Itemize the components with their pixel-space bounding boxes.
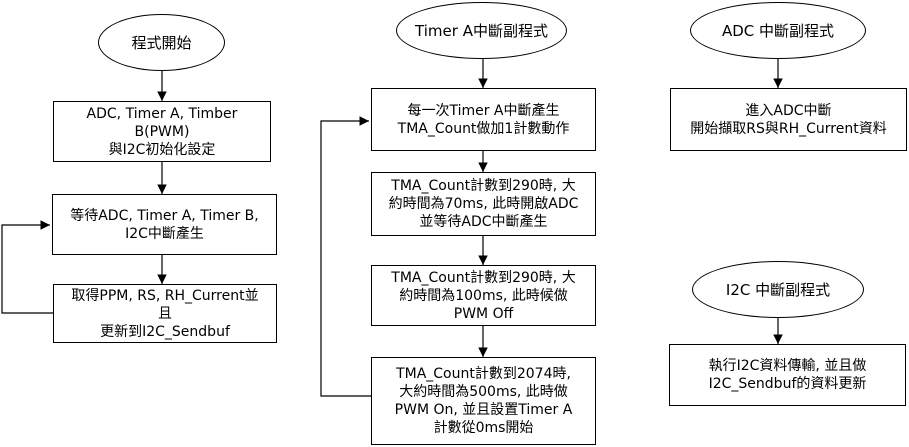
main-init-box: ADC, Timer A, Timber B(PWM) 與I2C初始化設定 bbox=[53, 101, 271, 162]
timer-290a-box: TMA_Count計數到290時, 大 約時間為70ms, 此時開啟ADC 並等… bbox=[371, 172, 596, 236]
timer-290b-label: TMA_Count計數到290時, 大 約時間為100ms, 此時候做 PWM … bbox=[391, 269, 576, 322]
main-start-label: 程式開始 bbox=[131, 33, 192, 52]
timer-count-label: 每一次Timer A中斷產生 TMA_Count做加1計數動作 bbox=[397, 102, 570, 137]
i2c-title-label: I2C 中斷副程式 bbox=[725, 280, 831, 299]
timer-title-node: Timer A中斷副程式 bbox=[396, 2, 567, 59]
loop-get-to-wait bbox=[1, 220, 53, 314]
timer-title-label: Timer A中斷副程式 bbox=[415, 21, 548, 40]
timer-count-box: 每一次Timer A中斷產生 TMA_Count做加1計數動作 bbox=[371, 88, 596, 151]
main-get-label: 取得PPM, RS, RH_Current並 且 更新到I2C_Sendbuf bbox=[71, 287, 259, 340]
timer-290a-label: TMA_Count計數到290時, 大 約時間為70ms, 此時開啟ADC 並等… bbox=[388, 178, 579, 230]
main-init-label: ADC, Timer A, Timber B(PWM) 與I2C初始化設定 bbox=[86, 105, 238, 158]
i2c-body-box: 執行I2C資料傳輸, 並且做 I2C_Sendbuf的資料更新 bbox=[669, 344, 906, 406]
main-wait-box: 等待ADC, Timer A, Timer B, I2C中斷產生 bbox=[52, 194, 277, 255]
timer-2074-label: TMA_Count計數到2074時, 大約時間為500ms, 此時做 PWM O… bbox=[394, 366, 573, 436]
i2c-title-node: I2C 中斷副程式 bbox=[692, 261, 864, 318]
adc-body-label: 進入ADC中斷 開始擷取RS與RH_Current資料 bbox=[690, 102, 887, 137]
loop-2074-to-count bbox=[320, 116, 371, 397]
timer-2074-box: TMA_Count計數到2074時, 大約時間為500ms, 此時做 PWM O… bbox=[371, 357, 596, 445]
adc-title-label: ADC 中斷副程式 bbox=[721, 21, 835, 40]
adc-title-node: ADC 中斷副程式 bbox=[690, 2, 866, 59]
i2c-body-label: 執行I2C資料傳輸, 並且做 I2C_Sendbuf的資料更新 bbox=[708, 358, 867, 392]
adc-body-box: 進入ADC中斷 開始擷取RS與RH_Current資料 bbox=[670, 88, 907, 151]
main-get-box: 取得PPM, RS, RH_Current並 且 更新到I2C_Sendbuf bbox=[53, 284, 277, 343]
main-start-node: 程式開始 bbox=[98, 14, 225, 71]
timer-290b-box: TMA_Count計數到290時, 大 約時間為100ms, 此時候做 PWM … bbox=[371, 265, 596, 326]
main-wait-label: 等待ADC, Timer A, Timer B, I2C中斷產生 bbox=[70, 207, 259, 242]
